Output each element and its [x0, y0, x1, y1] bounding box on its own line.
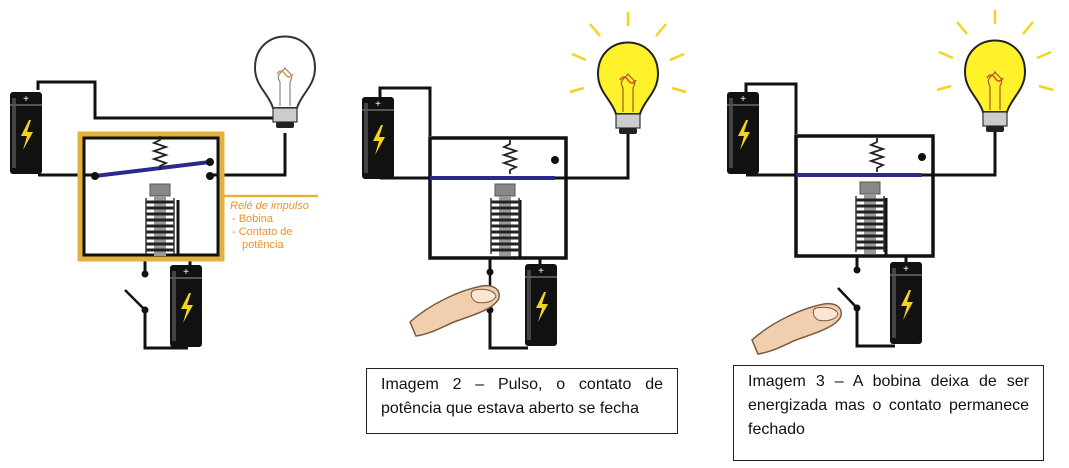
- relay-box: [82, 136, 220, 257]
- battery-icon: [170, 265, 202, 347]
- battery-icon: [362, 97, 394, 179]
- coil-icon: [854, 180, 886, 256]
- power-contact-open: [94, 160, 211, 178]
- lamp-icon: [935, 8, 1055, 134]
- relay-legend-item-coil: - Bobina: [232, 213, 274, 225]
- switch-icon: [124, 270, 149, 314]
- relay-legend-item-contact: - Contato de: [232, 226, 293, 238]
- circuit-3: [727, 8, 1055, 355]
- finger-icon: [409, 284, 500, 337]
- relay-box: [428, 136, 568, 260]
- relay-legend-item-contact-2: potência: [242, 239, 284, 251]
- battery-icon: [10, 92, 42, 174]
- caption-image-3-text: Imagem 3 – A bobina deixa de ser energiz…: [748, 373, 1029, 438]
- caption-image-2: Imagem 2 – Pulso, o contato de potência …: [366, 368, 678, 434]
- spring-icon: [153, 135, 167, 171]
- spring-icon: [503, 139, 517, 175]
- circuit-1: Relé de impulso - Bobina - Contato de po…: [10, 35, 318, 350]
- circuit-2: [362, 10, 688, 350]
- finger-icon: [751, 302, 842, 355]
- lamp-icon: [568, 10, 688, 136]
- spring-icon: [870, 137, 884, 173]
- caption-image-3: Imagem 3 – A bobina deixa de ser energiz…: [733, 365, 1044, 461]
- caption-image-2-text: Imagem 2 – Pulso, o contato de potência …: [381, 376, 663, 417]
- battery-icon: [890, 262, 922, 344]
- battery-icon: [727, 92, 759, 174]
- lamp-icon: [254, 35, 316, 129]
- relay-legend-title: Relé de impulso: [230, 200, 309, 212]
- battery-icon: [525, 264, 557, 346]
- relay-box: [794, 134, 935, 258]
- coil-icon: [144, 182, 176, 258]
- switch-icon: [837, 266, 861, 312]
- coil-icon: [489, 182, 521, 258]
